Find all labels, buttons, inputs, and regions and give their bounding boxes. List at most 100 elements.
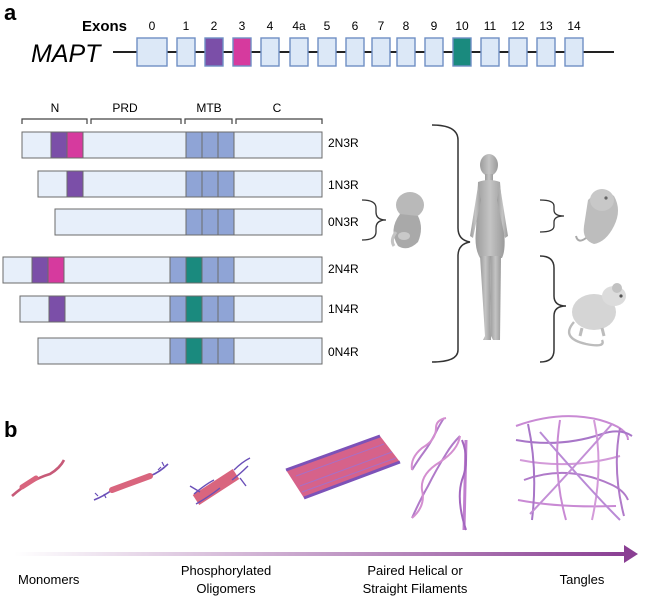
exon-box-14	[564, 37, 584, 67]
exon-box-12	[508, 37, 528, 67]
fibril-sheet-icon	[285, 434, 401, 500]
isoform-1n4r-repeat-1	[169, 295, 187, 323]
isoform-0n4r-repeat-3	[201, 337, 219, 365]
newborn-brace	[539, 199, 565, 233]
exon-label-13: 13	[539, 19, 553, 33]
panel-b-label: b	[4, 417, 17, 442]
exon-label-4: 4	[267, 19, 274, 33]
exon-box-9	[424, 37, 444, 67]
isoform-2n3r-repeat-3	[217, 131, 235, 159]
big-brace	[431, 124, 471, 363]
isoform-1n4r-n-insert-1	[48, 295, 66, 323]
isoform-2n3r-repeat-1	[185, 131, 203, 159]
oligomer-icon	[189, 457, 251, 506]
exon-box-7	[371, 37, 391, 67]
exon-box-13	[536, 37, 556, 67]
domain-label-c: C	[273, 101, 282, 115]
isoform-0n4r-repeat-2	[185, 337, 203, 365]
isoform-2n3r-n-insert-2	[66, 131, 84, 159]
isoform-label-1n3r: 1N3R	[328, 178, 359, 192]
isoform-1n3r-repeat-2	[201, 170, 219, 198]
isoform-1n3r-n-insert-1	[66, 170, 84, 198]
exon-label-6: 6	[352, 19, 359, 33]
isoform-1n3r-repeat-3	[217, 170, 235, 198]
stage-oligomers-line2: Oligomers	[196, 581, 256, 596]
exon-box-3	[232, 37, 252, 67]
phospho-monomer-icon	[93, 461, 169, 501]
exon-box-4a	[289, 37, 309, 67]
fetus-icon	[390, 192, 424, 249]
isoform-2n3r-repeat-2	[201, 131, 219, 159]
exon-box-1	[176, 37, 196, 67]
adult-brace	[539, 255, 567, 363]
isoform-1n4r-repeat-4	[217, 295, 235, 323]
isoform-bars	[2, 131, 323, 365]
domain-label-n: N	[51, 101, 60, 115]
exon-box-6	[345, 37, 365, 67]
isoform-2n4r-repeat-3	[201, 256, 219, 284]
exon-box-2	[204, 37, 224, 67]
isoform-2n4r-repeat-1	[169, 256, 187, 284]
exon-label-7: 7	[378, 19, 385, 33]
domain-brackets	[21, 118, 323, 124]
gene-label: MAPT	[31, 40, 102, 68]
isoform-2n4r-n-insert-2	[47, 256, 65, 284]
isoform-label-2n3r: 2N3R	[328, 136, 359, 150]
exon-label-4a: 4a	[292, 19, 306, 33]
exon-box-5	[317, 37, 337, 67]
isoform-1n4r-repeat-3	[201, 295, 219, 323]
stage-filaments-line1: Paired Helical or	[367, 563, 463, 578]
isoform-2n4r-repeat-2	[185, 256, 203, 284]
exon-label-9: 9	[431, 19, 438, 33]
exon-label-0: 0	[149, 19, 156, 33]
isoform-2n3r-n-insert-1	[50, 131, 68, 159]
monomer-icon	[11, 459, 66, 497]
exon-label-10: 10	[455, 19, 469, 33]
domain-label-mtb: MTB	[196, 101, 221, 115]
domain-label-prd: PRD	[112, 101, 138, 115]
newborn-mouse-icon	[575, 189, 618, 244]
stage-tangles-label: Tangles	[560, 572, 605, 587]
tangles-icon	[515, 415, 633, 521]
stage-oligomers-line1: Phosphorylated	[181, 563, 271, 578]
exon-label-12: 12	[511, 19, 525, 33]
helical-filaments-icon	[410, 417, 468, 531]
isoform-label-1n4r: 1N4R	[328, 302, 359, 316]
progression-arrow-shaft	[14, 552, 626, 556]
isoform-0n3r-repeat-2	[201, 208, 219, 236]
isoform-bar-1n3r	[37, 170, 323, 198]
exon-label-1: 1	[183, 19, 190, 33]
isoform-1n4r-repeat-2	[185, 295, 203, 323]
exon-label-2: 2	[211, 19, 218, 33]
exon-label-8: 8	[403, 19, 410, 33]
isoform-1n3r-repeat-1	[185, 170, 203, 198]
exon-label-3: 3	[239, 19, 246, 33]
progression-arrow-head	[624, 545, 638, 563]
exon-label-11: 11	[484, 19, 497, 33]
exon-box-4	[260, 37, 280, 67]
exon-box-0	[136, 37, 168, 67]
exon-label-5: 5	[324, 19, 331, 33]
isoform-label-2n4r: 2N4R	[328, 262, 359, 276]
exon-box-11	[480, 37, 500, 67]
isoform-0n3r-repeat-3	[217, 208, 235, 236]
isoform-2n4r-repeat-4	[217, 256, 235, 284]
isoform-0n3r-repeat-1	[185, 208, 203, 236]
stage-filaments-line2: Straight Filaments	[363, 581, 468, 596]
exon-box-10	[452, 37, 472, 67]
exon-box-8	[396, 37, 416, 67]
exon-label-14: 14	[567, 19, 581, 33]
fetal-brace	[361, 199, 387, 241]
panel-a-label: a	[4, 0, 17, 25]
exons-title: Exons	[82, 18, 127, 35]
human-icon	[470, 154, 508, 340]
isoform-2n4r-n-insert-1	[31, 256, 49, 284]
isoform-label-0n4r: 0N4R	[328, 345, 359, 359]
adult-mouse-icon	[567, 283, 626, 347]
isoform-0n4r-repeat-4	[217, 337, 235, 365]
isoform-0n4r-repeat-1	[169, 337, 187, 365]
isoform-label-0n3r: 0N3R	[328, 215, 359, 229]
stage-monomers-label: Monomers	[18, 572, 80, 587]
